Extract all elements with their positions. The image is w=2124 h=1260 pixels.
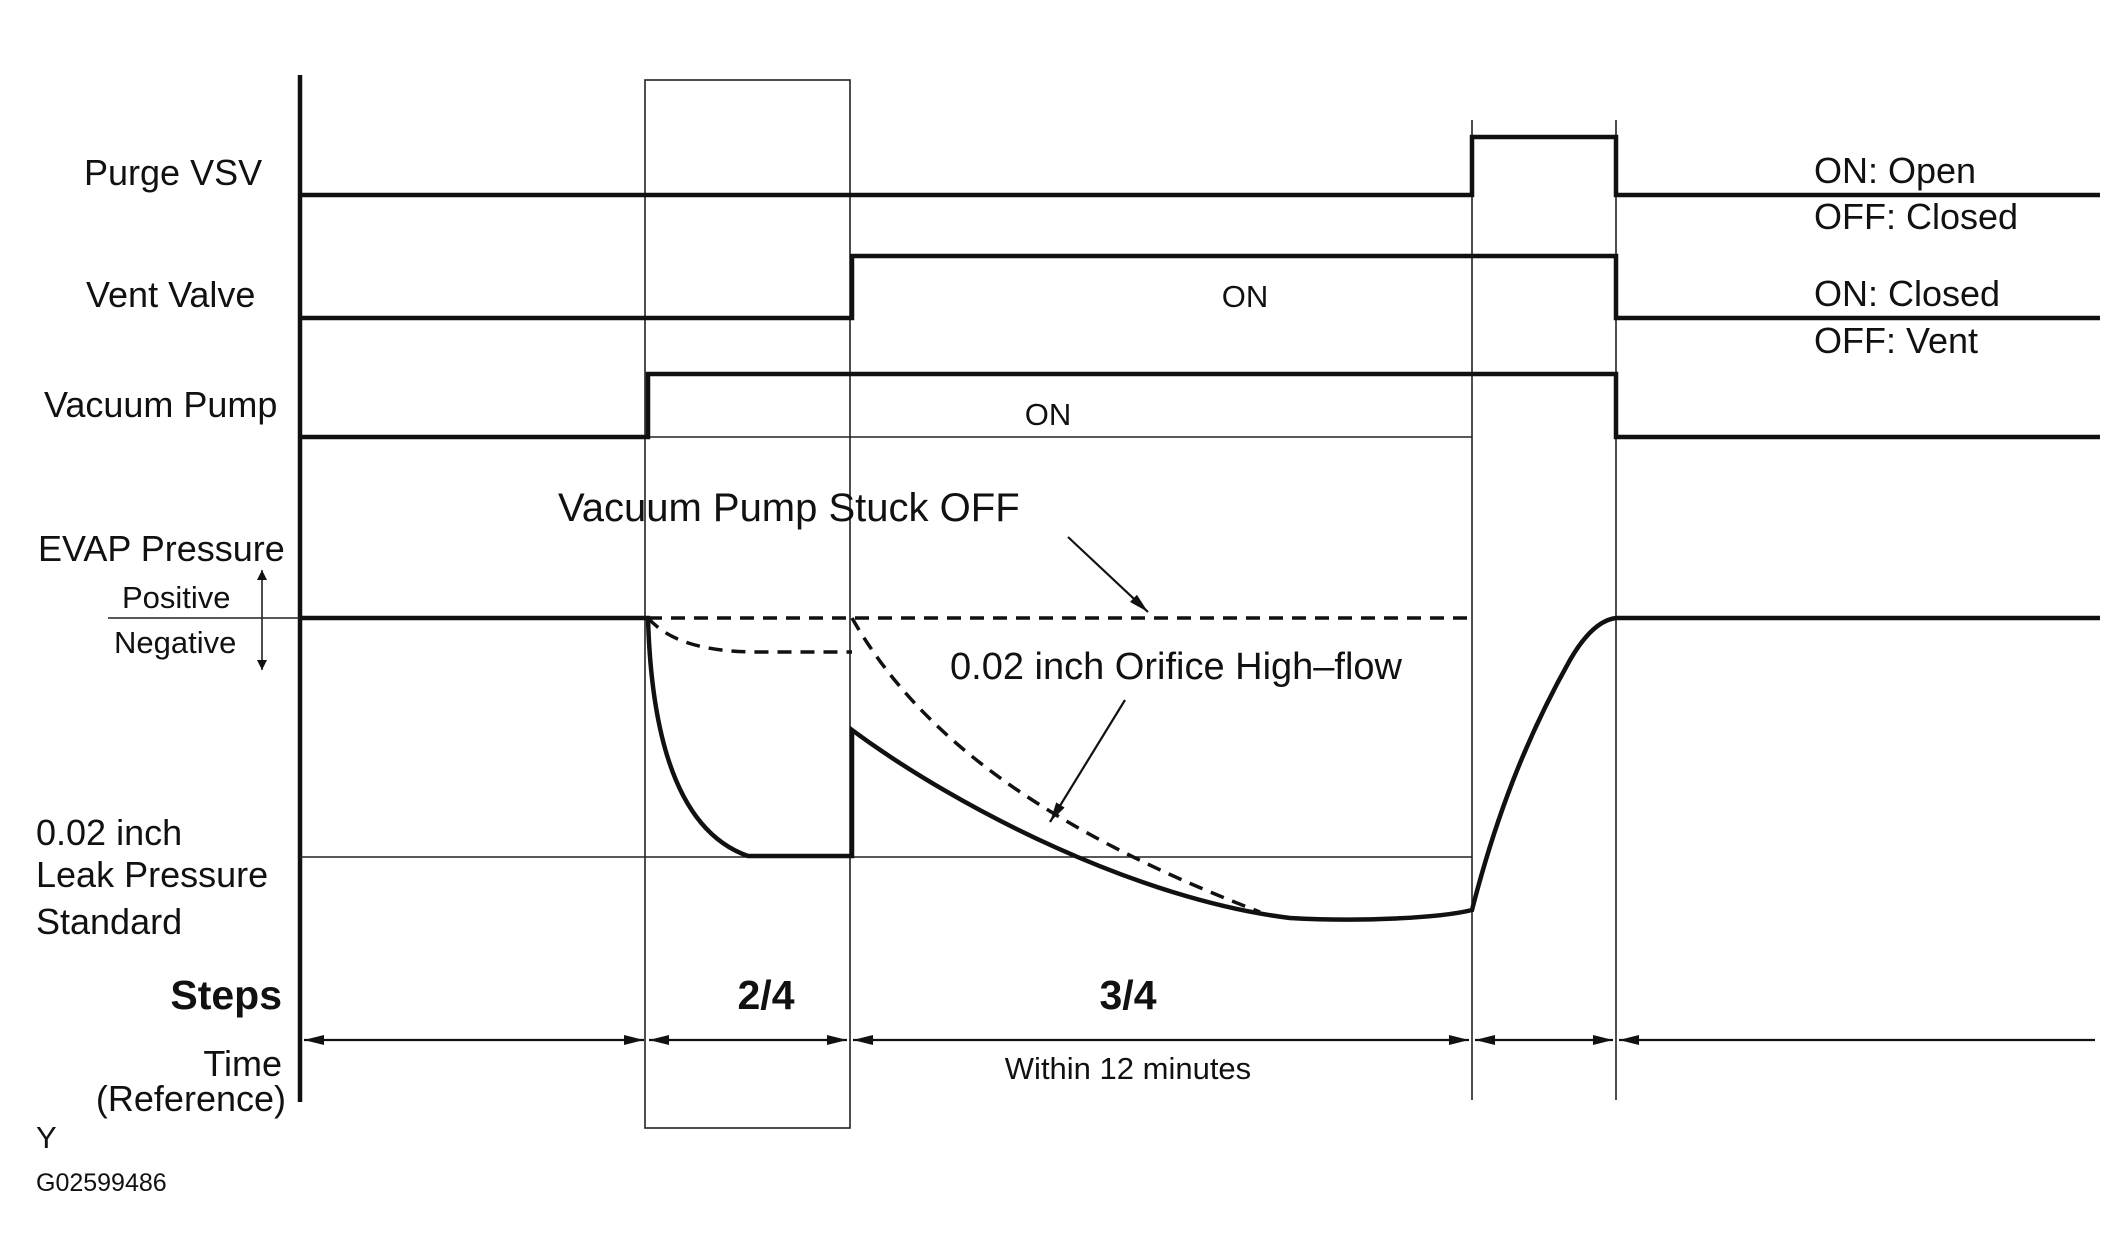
label-positive: Positive <box>122 580 231 615</box>
orifice-arrow <box>1049 699 1126 823</box>
step-2-label: 2/4 <box>738 972 795 1018</box>
label-vacuum-pump: Vacuum Pump <box>44 384 277 425</box>
within-time-label: Within 12 minutes <box>1005 1051 1251 1086</box>
label-evap-pressure: EVAP Pressure <box>38 528 285 569</box>
label-leak-line2: Leak Pressure <box>36 854 268 895</box>
step-3-label: 3/4 <box>1100 972 1157 1018</box>
pump-on-label: ON <box>1025 397 1072 432</box>
footer-letter: Y <box>36 1120 57 1155</box>
label-steps: Steps <box>170 972 282 1018</box>
vacuum-pump-signal <box>300 371 2100 440</box>
pump-stuck-arrow <box>1067 536 1149 613</box>
vent-valve-signal <box>300 253 2100 321</box>
label-time: Time <box>203 1043 282 1084</box>
step-2-window <box>644 79 851 1129</box>
purge-vsv-signal <box>300 134 2100 198</box>
vent-off-state: OFF: Vent <box>1814 320 1978 361</box>
label-negative: Negative <box>114 625 236 660</box>
orifice-annotation: 0.02 inch Orifice High–flow <box>950 646 1403 688</box>
label-leak-line3: Standard <box>36 901 182 942</box>
label-purge-vsv: Purge VSV <box>84 152 262 193</box>
label-time-reference: (Reference) <box>96 1078 286 1119</box>
orifice-dashed-curve <box>850 617 1261 914</box>
label-vent-valve: Vent Valve <box>86 274 255 315</box>
evap-pressure-curve <box>300 615 2100 922</box>
label-leak-line1: 0.02 inch <box>36 812 182 853</box>
step2-dashed-curve <box>646 616 852 654</box>
vent-on-state: ON: Closed <box>1814 273 2000 314</box>
pump-stuck-annotation: Vacuum Pump Stuck OFF <box>558 486 1020 530</box>
purge-on-state: ON: Open <box>1814 150 1976 191</box>
footer-code: G02599486 <box>36 1169 167 1197</box>
vent-on-label: ON <box>1222 279 1269 314</box>
purge-off-state: OFF: Closed <box>1814 196 2018 237</box>
